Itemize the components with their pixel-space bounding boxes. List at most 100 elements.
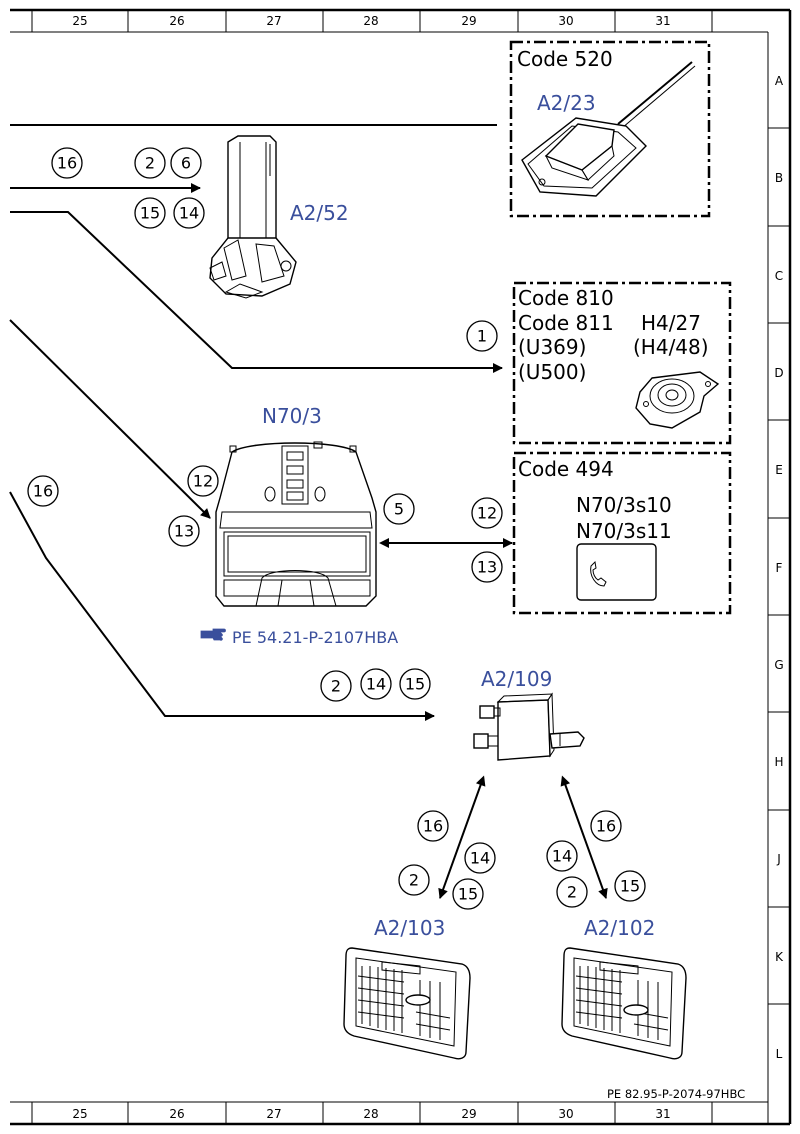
- wire-arrow-a2-109: [9, 491, 435, 721]
- wire-label: 13: [168, 515, 200, 547]
- row-letter: G: [774, 658, 783, 672]
- column-number: 31: [655, 1107, 670, 1121]
- column-number: 27: [266, 14, 281, 28]
- code-box-title: Code 494: [518, 457, 614, 481]
- part-label: (H4/48): [633, 335, 709, 359]
- part-label: H4/27: [641, 311, 701, 335]
- wire-label: 16: [51, 147, 83, 179]
- row-letter: K: [775, 950, 784, 964]
- column-number: 29: [461, 1107, 476, 1121]
- svg-text:16: 16: [423, 817, 443, 836]
- a2-102-unit: [561, 947, 687, 1060]
- row-letter: B: [775, 171, 783, 185]
- svg-text:12: 12: [477, 504, 497, 523]
- wire-label: 2: [398, 864, 430, 896]
- pointing-hand-icon: [200, 628, 226, 641]
- wire-arrow-n70-3: [9, 319, 211, 519]
- part-label: N70/3s10: [576, 493, 672, 517]
- row-letter: D: [774, 366, 783, 380]
- svg-text:5: 5: [394, 500, 404, 519]
- svg-text:16: 16: [33, 482, 53, 501]
- row-letter: L: [776, 1047, 783, 1061]
- drawing-frame: [10, 8, 792, 1126]
- column-numbers-bottom: 25 26 27 28 29 30 31: [72, 1107, 670, 1121]
- svg-text:14: 14: [470, 849, 490, 868]
- code-box-title: Code 520: [517, 47, 613, 71]
- code-box-line: (U369): [518, 335, 586, 359]
- column-number: 26: [169, 1107, 184, 1121]
- wire-arrow-h4-27: [10, 211, 503, 373]
- a2-23-antenna-module: [521, 61, 696, 197]
- wire-double-arrow-a2-103: [438, 775, 486, 899]
- component-label-a2-109: A2/109: [481, 667, 552, 691]
- a2-109-module: [473, 692, 585, 761]
- h4-27-speaker: [635, 371, 720, 429]
- column-number: 29: [461, 14, 476, 28]
- code-box-494: Code 494 N70/3s10 N70/3s11: [512, 451, 732, 615]
- svg-text:2: 2: [331, 677, 341, 696]
- wire-label-circles: 16 2 6 15 14 1 12 13 16 5 12 13 2 14 15 …: [27, 147, 646, 910]
- svg-text:14: 14: [366, 675, 386, 694]
- svg-text:14: 14: [179, 204, 199, 223]
- svg-text:1: 1: [477, 327, 487, 346]
- code-box-line: Code 811: [518, 311, 614, 335]
- phone-button: [576, 543, 657, 601]
- row-letter: F: [776, 561, 783, 575]
- svg-text:12: 12: [193, 472, 213, 491]
- wire-label: 14: [173, 197, 205, 229]
- svg-text:16: 16: [57, 154, 77, 173]
- wire-label: 14: [360, 668, 392, 700]
- wire-label: 6: [170, 147, 202, 179]
- code-box-520: Code 520: [509, 40, 711, 218]
- wire-label: 16: [27, 475, 59, 507]
- code-box-line: Code 810: [518, 286, 614, 310]
- svg-text:2: 2: [567, 883, 577, 902]
- wire-label: 14: [546, 840, 578, 872]
- part-label: N70/3s11: [576, 519, 672, 543]
- document-id: PE 82.95-P-2074-97HBC: [607, 1087, 745, 1101]
- column-number: 27: [266, 1107, 281, 1121]
- row-letter: C: [775, 269, 783, 283]
- column-number: 26: [169, 14, 184, 28]
- row-letters: A B C D E F G H J K L: [774, 74, 784, 1061]
- code-box-810: Code 810 Code 811 (U369) (U500) H4/27 (H…: [512, 281, 732, 445]
- wire-label: 15: [452, 878, 484, 910]
- column-number: 28: [363, 14, 378, 28]
- wire-label: 12: [471, 497, 503, 529]
- wire-label: 1: [466, 320, 498, 352]
- column-number: 31: [655, 14, 670, 28]
- wires: [9, 124, 608, 899]
- column-number: 30: [558, 1107, 573, 1121]
- column-number: 30: [558, 14, 573, 28]
- component-label-a2-103: A2/103: [374, 916, 445, 940]
- column-number: 25: [72, 14, 87, 28]
- row-letter: E: [775, 463, 783, 477]
- column-numbers-top: 25 26 27 28 29 30 31: [72, 14, 670, 28]
- a2-52-antenna: [209, 135, 297, 299]
- reference-link[interactable]: PE 54.21-P-2107HBA: [200, 628, 398, 647]
- svg-text:14: 14: [552, 847, 572, 866]
- row-letter: J: [776, 852, 781, 866]
- svg-text:16: 16: [596, 817, 616, 836]
- wire-label: 16: [417, 810, 449, 842]
- svg-text:15: 15: [458, 885, 478, 904]
- wire-label: 14: [464, 842, 496, 874]
- wire-label: 12: [187, 465, 219, 497]
- component-label-a2-52: A2/52: [290, 201, 349, 225]
- wire-label: 2: [134, 147, 166, 179]
- wire-label: 2: [320, 670, 352, 702]
- wire-label: 16: [590, 810, 622, 842]
- wire-label: 15: [399, 668, 431, 700]
- svg-text:6: 6: [181, 154, 191, 173]
- component-label-n70-3: N70/3: [262, 404, 322, 428]
- row-letter: A: [775, 74, 784, 88]
- wire-label: 5: [383, 493, 415, 525]
- n70-3-control-panel: [215, 441, 377, 607]
- reference-link-text[interactable]: PE 54.21-P-2107HBA: [232, 628, 398, 647]
- a2-103-unit: [343, 947, 471, 1060]
- wire-label: 2: [556, 876, 588, 908]
- component-label-a2-23: A2/23: [537, 91, 596, 115]
- svg-text:2: 2: [145, 154, 155, 173]
- column-number: 25: [72, 1107, 87, 1121]
